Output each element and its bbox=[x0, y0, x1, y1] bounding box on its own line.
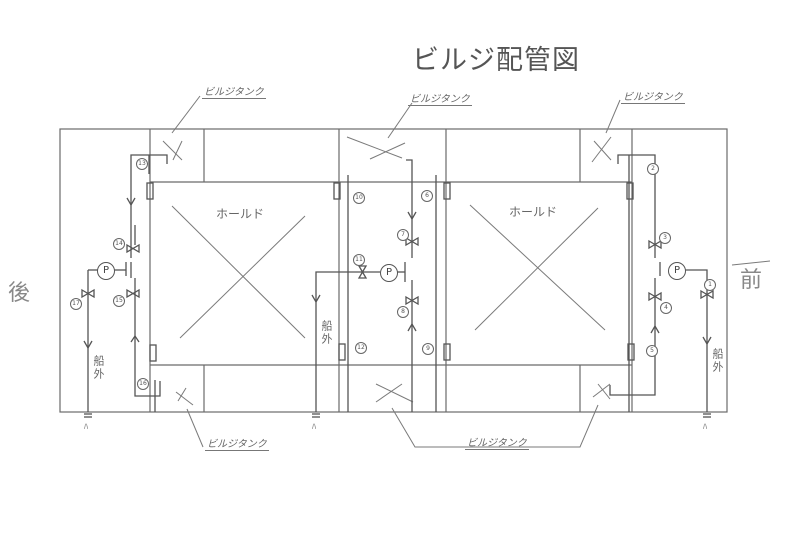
pump-fore-icon: P bbox=[668, 262, 686, 280]
hold-cross bbox=[474, 207, 599, 331]
flow-arrow-icon bbox=[407, 322, 417, 332]
strainer bbox=[626, 182, 634, 200]
valve-number-11: 11 bbox=[353, 254, 365, 266]
bilge-tank-cross bbox=[591, 136, 612, 163]
bilge-tank-cross bbox=[162, 140, 183, 161]
overboard-label-center: 船外 bbox=[320, 320, 333, 346]
valve-icon bbox=[126, 288, 140, 299]
valve-icon bbox=[126, 243, 140, 254]
strainer bbox=[149, 344, 157, 362]
hold-cross bbox=[179, 215, 306, 339]
hold-cross bbox=[171, 205, 306, 339]
overboard-flange bbox=[312, 413, 320, 418]
valve-icon bbox=[405, 236, 419, 247]
valve-number-17: 17 bbox=[70, 298, 82, 310]
bilge-tank-label-top-center: ビルジタンク bbox=[408, 90, 472, 106]
bilge-tank-cross bbox=[375, 383, 414, 403]
valve-number-12: 12 bbox=[355, 342, 367, 354]
leader-line bbox=[391, 404, 599, 448]
bilge-tank-cross bbox=[175, 387, 194, 406]
valve-number-2: 2 bbox=[647, 163, 659, 175]
overboard-outlet-mark: ﾊ bbox=[312, 422, 316, 431]
pump-aft-icon: P bbox=[97, 262, 115, 280]
flow-arrow-icon bbox=[311, 294, 321, 304]
valve-number-10: 10 bbox=[353, 192, 365, 204]
hull-outline bbox=[59, 128, 728, 413]
pump-center-icon: P bbox=[380, 264, 398, 282]
valve-icon bbox=[357, 265, 368, 279]
leader-line bbox=[186, 408, 204, 448]
fore-mark-line bbox=[731, 260, 771, 266]
hold-label-aft: ホールド bbox=[216, 207, 265, 221]
valve-number-16: 16 bbox=[137, 378, 149, 390]
fore-side-label: 前 bbox=[740, 268, 763, 293]
overboard-flange bbox=[84, 413, 92, 418]
center-bilge-piping bbox=[315, 159, 437, 412]
overboard-outlet-mark: ﾊ bbox=[84, 422, 88, 431]
valve-number-9: 9 bbox=[422, 343, 434, 355]
valve-icon bbox=[405, 295, 419, 306]
overboard-flange bbox=[703, 413, 711, 418]
strainer bbox=[443, 182, 451, 200]
valve-number-1: 1 bbox=[704, 279, 716, 291]
valve-icon bbox=[700, 289, 714, 300]
overboard-outlet-mark: ﾊ bbox=[703, 422, 707, 431]
overboard-label-left: 船外 bbox=[92, 355, 105, 381]
strainer bbox=[333, 182, 341, 200]
valve-icon bbox=[648, 291, 662, 302]
strainer bbox=[146, 182, 154, 200]
hold-label-fore: ホールド bbox=[509, 205, 558, 219]
flow-arrow-icon bbox=[702, 336, 712, 346]
valve-number-3: 3 bbox=[659, 232, 671, 244]
leader-line bbox=[387, 102, 413, 139]
bilge-tank-label-top-left: ビルジタンク bbox=[202, 83, 266, 99]
overboard-label-right: 船外 bbox=[711, 348, 724, 374]
bilge-tank-label-bottom-center: ビルジタンク bbox=[465, 434, 529, 450]
valve-number-7: 7 bbox=[397, 229, 409, 241]
valve-number-13: 13 bbox=[136, 158, 148, 170]
strainer bbox=[443, 343, 451, 361]
valve-number-6: 6 bbox=[421, 190, 433, 202]
leader-line bbox=[171, 95, 201, 134]
valve-number-14: 14 bbox=[113, 238, 125, 250]
flow-arrow-icon bbox=[126, 197, 136, 207]
valve-number-8: 8 bbox=[397, 306, 409, 318]
flow-arrow-icon bbox=[130, 334, 140, 343]
flow-arrow-icon bbox=[83, 340, 93, 350]
bilge-tank-cross bbox=[592, 383, 611, 400]
bilge-tank-cross bbox=[346, 136, 406, 160]
valve-number-4: 4 bbox=[660, 302, 672, 314]
flow-arrow-icon bbox=[407, 211, 417, 221]
valve-number-5: 5 bbox=[646, 345, 658, 357]
strainer bbox=[338, 343, 346, 361]
bilge-tank-label-top-right: ビルジタンク bbox=[621, 88, 685, 104]
aft-side-label: 後 bbox=[8, 281, 31, 306]
bilge-tank-label-bottom-left: ビルジタンク bbox=[205, 435, 269, 451]
valve-number-15: 15 bbox=[113, 295, 125, 307]
valve-icon bbox=[81, 288, 95, 299]
flow-arrow-icon bbox=[650, 324, 660, 334]
diagram-title: ビルジ配管図 bbox=[412, 45, 580, 76]
fore-bilge-piping bbox=[609, 154, 708, 412]
strainer bbox=[627, 343, 635, 361]
leader-line bbox=[605, 99, 621, 134]
